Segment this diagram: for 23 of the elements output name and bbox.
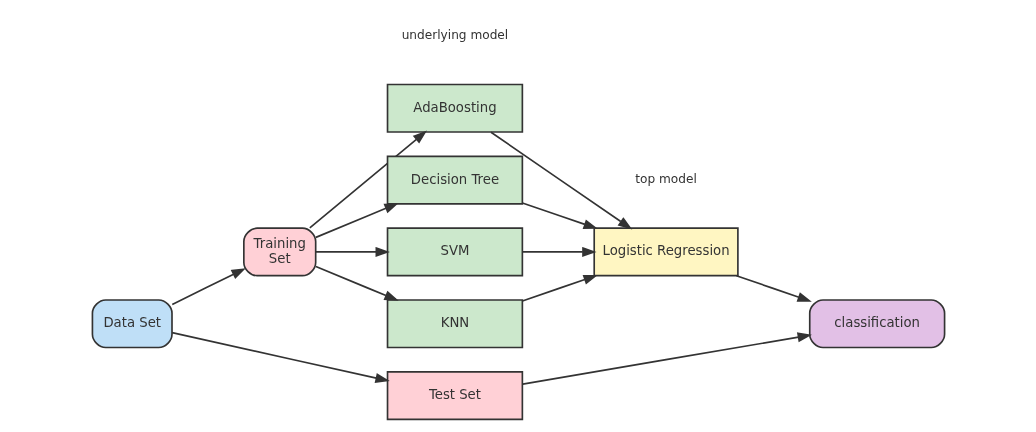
node-box: Training Set — [242, 227, 316, 277]
arrow — [735, 274, 812, 302]
arrow — [521, 274, 598, 302]
arrow — [308, 130, 427, 229]
node-box: Decision Tree — [386, 155, 523, 205]
node-box: SVM — [386, 227, 523, 277]
arrow — [521, 246, 597, 257]
node-box: KNN — [386, 299, 523, 349]
arrow — [314, 202, 399, 239]
arrow — [521, 202, 598, 229]
node-box: Data Set — [91, 299, 173, 349]
node-box: Test Set — [386, 371, 523, 421]
arrow — [489, 131, 632, 230]
arrow — [521, 332, 812, 385]
arrow — [170, 268, 246, 306]
arrow — [170, 331, 390, 383]
label: underlying model — [401, 28, 508, 43]
node-box: AdaBoosting — [386, 83, 523, 133]
label: top model — [634, 172, 697, 187]
node-box: Logistic Regression — [592, 227, 739, 277]
arrow — [314, 265, 399, 301]
node-box: classification — [808, 299, 945, 349]
arrow — [314, 246, 390, 257]
